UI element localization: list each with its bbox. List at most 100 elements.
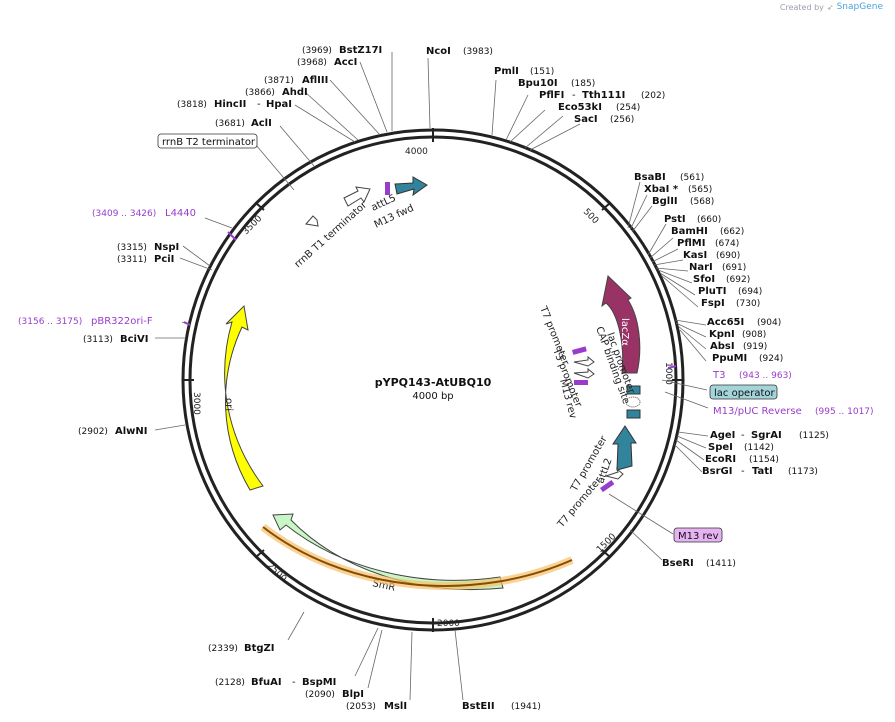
site-bcivi-name[interactable]: BciVI [120,334,148,345]
site-pluti-pos: (694) [738,287,762,297]
primer-pbr322-range: (3156 .. 3175) [18,317,82,327]
rrnb-t1-label: rrnB T1 terminator [293,199,370,270]
site-sgrai-name[interactable]: SgrAI [751,430,782,441]
site-bfuai-pos: (2128) [215,678,245,688]
site-agei-name[interactable]: AgeI [710,430,735,441]
promoter-mark-2 [573,367,595,379]
plasmid-length: 4000 bp [412,391,453,402]
attl2-feature[interactable] [612,425,637,471]
tick-marks [182,128,684,632]
site-tth111i-name[interactable]: Tth111I [582,90,625,101]
primer-l4440-name[interactable]: L4440 [165,208,196,219]
site-acc65i-name[interactable]: Acc65I [707,317,744,328]
site-bsteii-name[interactable]: BstEII [462,701,495,712]
site-bsabi-name[interactable]: BsaBI [634,172,666,183]
site-bseri-name[interactable]: BseRI [662,558,694,569]
site-acci-name[interactable]: AccI [334,57,357,68]
site-eco53ki-pos: (254) [616,103,640,113]
site-btgzi-name[interactable]: BtgZI [244,643,275,654]
site-fspi-name[interactable]: FspI [701,298,725,309]
site-kasi-name[interactable]: KasI [683,250,707,261]
lacz-feature[interactable] [601,275,641,374]
lacz-label: lacZα [619,318,630,346]
site-acci-pos: (3968) [297,58,327,68]
snapgene-logo-icon: ➶ [826,2,834,12]
site-blpi-pos: (2090) [305,690,335,700]
site-nari-pos: (691) [722,263,746,273]
site-msli-name[interactable]: MslI [384,701,407,712]
site-bspmi-name[interactable]: BspMI [302,677,336,688]
site-bsrgi-dash: - [741,466,745,477]
lac-operator-box-label: lac operator [714,388,775,399]
primer-m13-reverse-name[interactable]: M13/pUC Reverse [713,406,802,417]
site-aflii-pos: (3871) [264,76,294,86]
site-absi-pos: (919) [743,342,767,352]
tick-1500 [601,549,611,558]
site-bstz17i-name[interactable]: BstZ17I [339,45,382,56]
site-spei-pos: (1142) [744,443,774,453]
site-xbai-pos: (565) [688,185,712,195]
rrnb-t2-arrow[interactable] [305,215,319,227]
site-nspi-name[interactable]: NspI [154,242,179,253]
attl5-feature[interactable] [394,176,428,197]
site-ppumi-name[interactable]: PpuMI [712,353,747,364]
site-psti-pos: (660) [697,215,721,225]
m13fwd-primer-mark [385,182,390,195]
site-hincii-pos: (3818) [177,100,207,110]
site-xbai-name[interactable]: XbaI * [644,184,679,195]
site-tati-name[interactable]: TatI [752,466,773,477]
site-bglii-name[interactable]: BglII [652,196,678,207]
site-absi-name[interactable]: AbsI [710,341,735,352]
site-saci-name[interactable]: SacI [574,114,598,125]
site-ncoi-name[interactable]: NcoI [426,46,451,57]
site-bfuai-name[interactable]: BfuAI [251,677,282,688]
ori-label: ori [223,398,234,411]
promoter-mark-3 [604,467,624,480]
site-alwni-pos: (2902) [78,427,108,437]
m13-rev-box[interactable] [673,527,723,543]
primer-mark-3 [600,479,615,493]
site-psti-name[interactable]: PstI [664,214,686,225]
site-bsrgi-name[interactable]: BsrGI [702,466,732,477]
cap-feature[interactable] [626,409,641,419]
site-pluti-name[interactable]: PluTI [698,286,726,297]
site-pmli-name[interactable]: PmlI [494,66,519,77]
site-eco53ki-name[interactable]: Eco53kI [558,102,602,113]
site-alwni-name[interactable]: AlwNI [115,426,148,437]
rrnb-t2-box[interactable] [157,133,258,149]
site-ecori-name[interactable]: EcoRI [705,454,736,465]
primer-pbr322-name[interactable]: pBR322ori-F [91,316,153,327]
site-bfuai-dash: - [292,677,296,688]
site-ahdi-name[interactable]: AhdI [282,87,308,98]
m13-rev-box-label: M13 rev [678,531,719,542]
site-bsabi-pos: (561) [680,173,704,183]
site-blpi-name[interactable]: BlpI [342,689,364,700]
site-bamhi-name[interactable]: BamHI [671,226,708,237]
site-aflii-name[interactable]: AflIII [302,75,328,86]
site-bamhi-pos: (662) [720,227,744,237]
primer-t3-range: (943 .. 963) [739,371,792,381]
site-bsrgi-pos: (1173) [788,467,818,477]
site-spei-name[interactable]: SpeI [708,442,733,453]
site-hincii-name[interactable]: HincII [214,99,246,110]
site-hpai-name[interactable]: HpaI [266,99,292,110]
lac-operator-box[interactable] [709,384,778,400]
site-kpni-name[interactable]: KpnI [709,329,735,340]
lac-operator-feature[interactable] [626,385,641,395]
site-pcii-name[interactable]: PciI [154,254,174,265]
site-msli-pos: (2053) [346,702,376,712]
site-saci-pos: (256) [610,115,634,125]
site-bpu10i-name[interactable]: Bpu10I [518,78,558,89]
site-pflfi-pos: (202) [641,91,665,101]
site-nari-name[interactable]: NarI [689,262,713,273]
primer-t3-name[interactable]: T3 [712,370,725,381]
site-sfoi-name[interactable]: SfoI [693,274,715,285]
site-acli-name[interactable]: AclI [251,118,272,129]
site-pflfi-name[interactable]: PflFI [539,90,564,101]
site-pflmi-name[interactable]: PflMI [677,238,705,249]
site-hincii-dash: - [257,99,261,110]
ori-feature[interactable] [224,304,264,491]
rrnb-t1-arrow[interactable] [343,186,371,207]
site-pmli-pos: (151) [530,67,554,77]
